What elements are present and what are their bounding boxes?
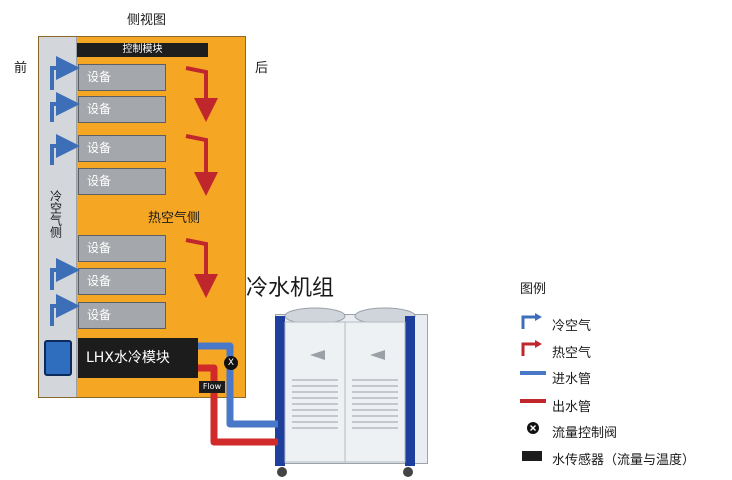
hot-air-arrow-1 bbox=[185, 66, 218, 122]
device-1: 设备 bbox=[78, 64, 166, 91]
lhx-water-cooling-module: LHX水冷模块 bbox=[78, 338, 198, 378]
flow-control-valve: X bbox=[224, 356, 238, 370]
device-2: 设备 bbox=[78, 96, 166, 123]
side-view-title: 侧视图 bbox=[127, 13, 167, 28]
red-arrow-icon bbox=[521, 340, 542, 356]
legend-label-cold-air: 冷空气 bbox=[552, 319, 592, 334]
hot-air-arrow-2 bbox=[185, 134, 218, 196]
blue-arrow-icon bbox=[521, 313, 542, 329]
legend-label-flow-valve: 流量控制阀 bbox=[552, 426, 618, 441]
device-3: 设备 bbox=[78, 135, 166, 162]
cold-air-arrow-3 bbox=[50, 134, 80, 165]
hot-air-arrow-3 bbox=[185, 238, 218, 298]
chiller-unit-title: 冷水机组 bbox=[246, 276, 335, 301]
cold-air-side-label: 冷空气侧 bbox=[48, 190, 63, 238]
cold-air-arrow-2 bbox=[50, 92, 80, 122]
control-module: 控制模块 bbox=[77, 43, 208, 57]
device-7: 设备 bbox=[78, 302, 166, 329]
hot-air-side-label: 热空气侧 bbox=[148, 211, 201, 226]
flow-sensor-icon bbox=[522, 451, 542, 461]
legend-label-outlet-pipe: 出水管 bbox=[552, 400, 592, 415]
valve-icon bbox=[527, 422, 539, 434]
cold-air-arrow-5 bbox=[50, 294, 80, 326]
blue-line-icon bbox=[520, 371, 546, 375]
device-4: 设备 bbox=[78, 168, 166, 195]
flow-sensor-badge: Flow bbox=[199, 381, 225, 393]
legend-title: 图例 bbox=[520, 282, 547, 297]
legend-label-inlet-pipe: 进水管 bbox=[552, 372, 592, 387]
red-line-icon bbox=[520, 399, 546, 403]
back-label: 后 bbox=[255, 61, 269, 76]
device-5: 设备 bbox=[78, 235, 166, 262]
cold-air-arrow-1 bbox=[50, 56, 80, 90]
chiller-graphic bbox=[275, 307, 416, 477]
cold-air-arrow-4 bbox=[50, 258, 80, 290]
lhx-icon bbox=[44, 340, 72, 376]
front-label: 前 bbox=[14, 61, 28, 76]
legend-label-hot-air: 热空气 bbox=[552, 346, 592, 361]
legend-label-water-sensor: 水传感器（流量与温度） bbox=[552, 453, 696, 468]
